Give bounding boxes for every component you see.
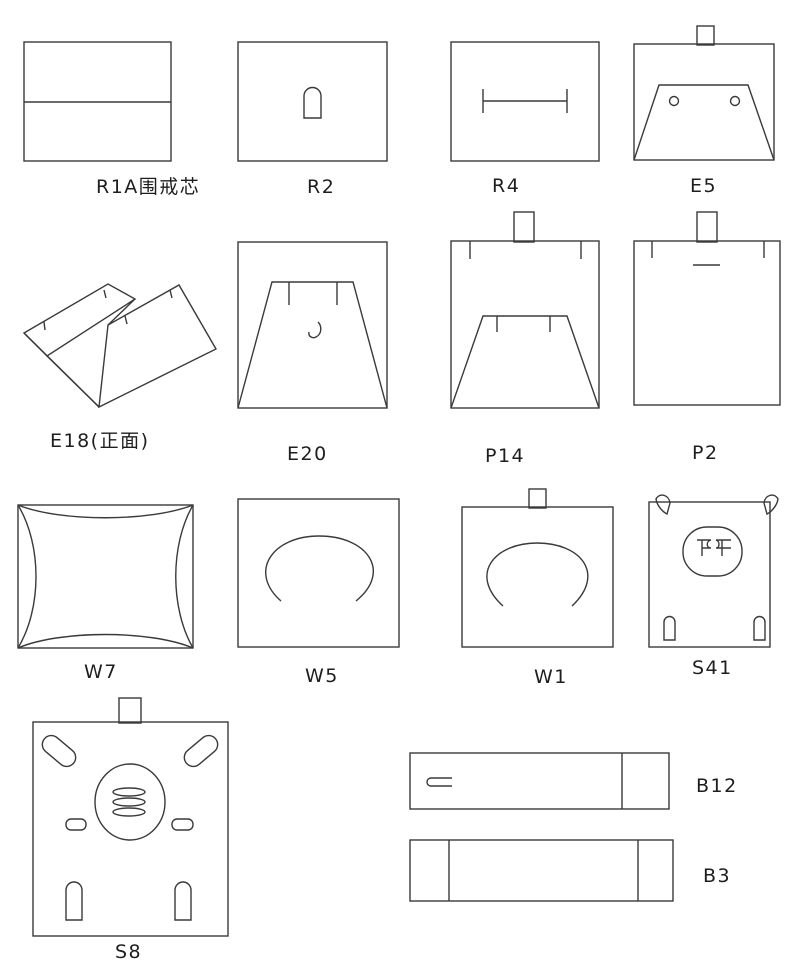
insert-e20: E20: [237, 241, 388, 465]
insert-e5: E5: [633, 25, 775, 197]
label-r1a: R1A围戒芯: [96, 176, 200, 198]
slot-icon: [753, 615, 766, 641]
slot-icon: [426, 777, 452, 787]
insert-b3: B3: [409, 839, 731, 902]
hook-icon: [308, 321, 322, 339]
label-b12: B12: [696, 775, 738, 797]
clip-icon: [697, 539, 712, 556]
slot-icon: [65, 881, 83, 921]
hanger-tab: [513, 211, 535, 243]
insert-s8: S8: [32, 697, 229, 963]
insert-p14: P14: [450, 211, 600, 467]
slot-icon: [174, 881, 192, 921]
hanger-tab: [696, 211, 718, 243]
insert-r1a: R1A围戒芯: [23, 41, 200, 198]
slot-icon: [303, 86, 322, 119]
label-r2: R2: [307, 176, 335, 198]
label-s41: S41: [692, 657, 733, 679]
label-w5: W5: [305, 665, 339, 687]
label-p14: P14: [485, 445, 525, 467]
ring-slot: [486, 542, 589, 607]
ring-slot: [265, 535, 374, 602]
label-e18: E18(正面): [50, 430, 150, 452]
label-w7: W7: [84, 661, 118, 683]
insert-s41: S41: [648, 494, 779, 679]
insert-w1: W1: [461, 488, 614, 688]
label-p2: P2: [692, 442, 719, 464]
insert-w7: W7: [17, 504, 194, 683]
label-e20: E20: [287, 443, 328, 465]
corner-slot: [763, 494, 779, 516]
label-r4: R4: [492, 175, 520, 197]
insert-r4: R4: [450, 41, 600, 197]
insert-b12: B12: [409, 752, 738, 810]
insert-r2: R2: [237, 41, 388, 198]
insert-p2: P2: [633, 211, 781, 464]
label-s8: S8: [115, 941, 142, 963]
corner-slot: [183, 734, 219, 768]
corner-slot: [41, 734, 77, 768]
label-b3: B3: [703, 865, 731, 887]
clip-icon: [715, 539, 731, 556]
insert-e18: E18(正面): [22, 283, 217, 452]
label-e5: E5: [690, 175, 717, 197]
hanger-tab: [118, 697, 142, 724]
insert-w5: W5: [237, 498, 400, 687]
hanger-tab: [696, 25, 715, 46]
label-w1: W1: [534, 666, 568, 688]
slot-icon: [663, 615, 676, 641]
corner-slot: [655, 494, 671, 516]
hanger-tab: [528, 488, 547, 509]
